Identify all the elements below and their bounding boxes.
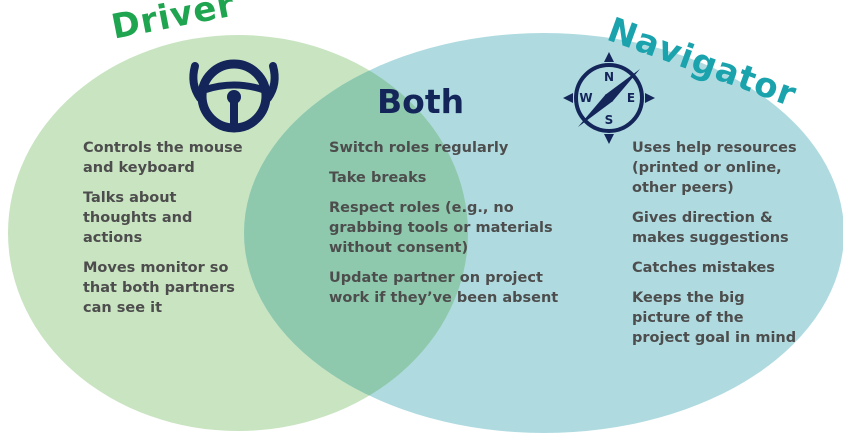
list-item: Uses help resources (printed or online, … [632, 140, 797, 196]
list-item: Switch roles regularly [329, 140, 509, 156]
list-item: Take breaks [329, 170, 427, 186]
list-item: Moves monitor so that both partners can … [83, 260, 235, 316]
overlap-region [244, 35, 468, 431]
driver-list: Controls the mouse and keyboard Talks ab… [83, 138, 243, 328]
list-item: Talks about thoughts and actions [83, 190, 193, 246]
list-item: Update partner on project work if they’v… [329, 270, 559, 306]
steering-wheel-icon [189, 59, 279, 133]
compass-north-label: N [604, 70, 614, 84]
compass-south-label: S [605, 113, 614, 127]
list-item: Controls the mouse and keyboard [83, 140, 243, 176]
list-item: Gives direction & makes suggestions [632, 210, 789, 246]
compass-icon: N E S W [563, 52, 655, 144]
both-title: Both [377, 82, 465, 121]
list-item: Catches mistakes [632, 260, 775, 276]
both-list: Switch roles regularly Take breaks Respe… [329, 138, 559, 318]
compass-east-label: E [627, 91, 635, 105]
compass-west-label: W [579, 91, 592, 105]
navigator-list: Uses help resources (printed or online, … [632, 138, 797, 358]
list-item: Keeps the big picture of the project goa… [632, 290, 797, 346]
list-item: Respect roles (e.g., no grabbing tools o… [329, 200, 553, 256]
